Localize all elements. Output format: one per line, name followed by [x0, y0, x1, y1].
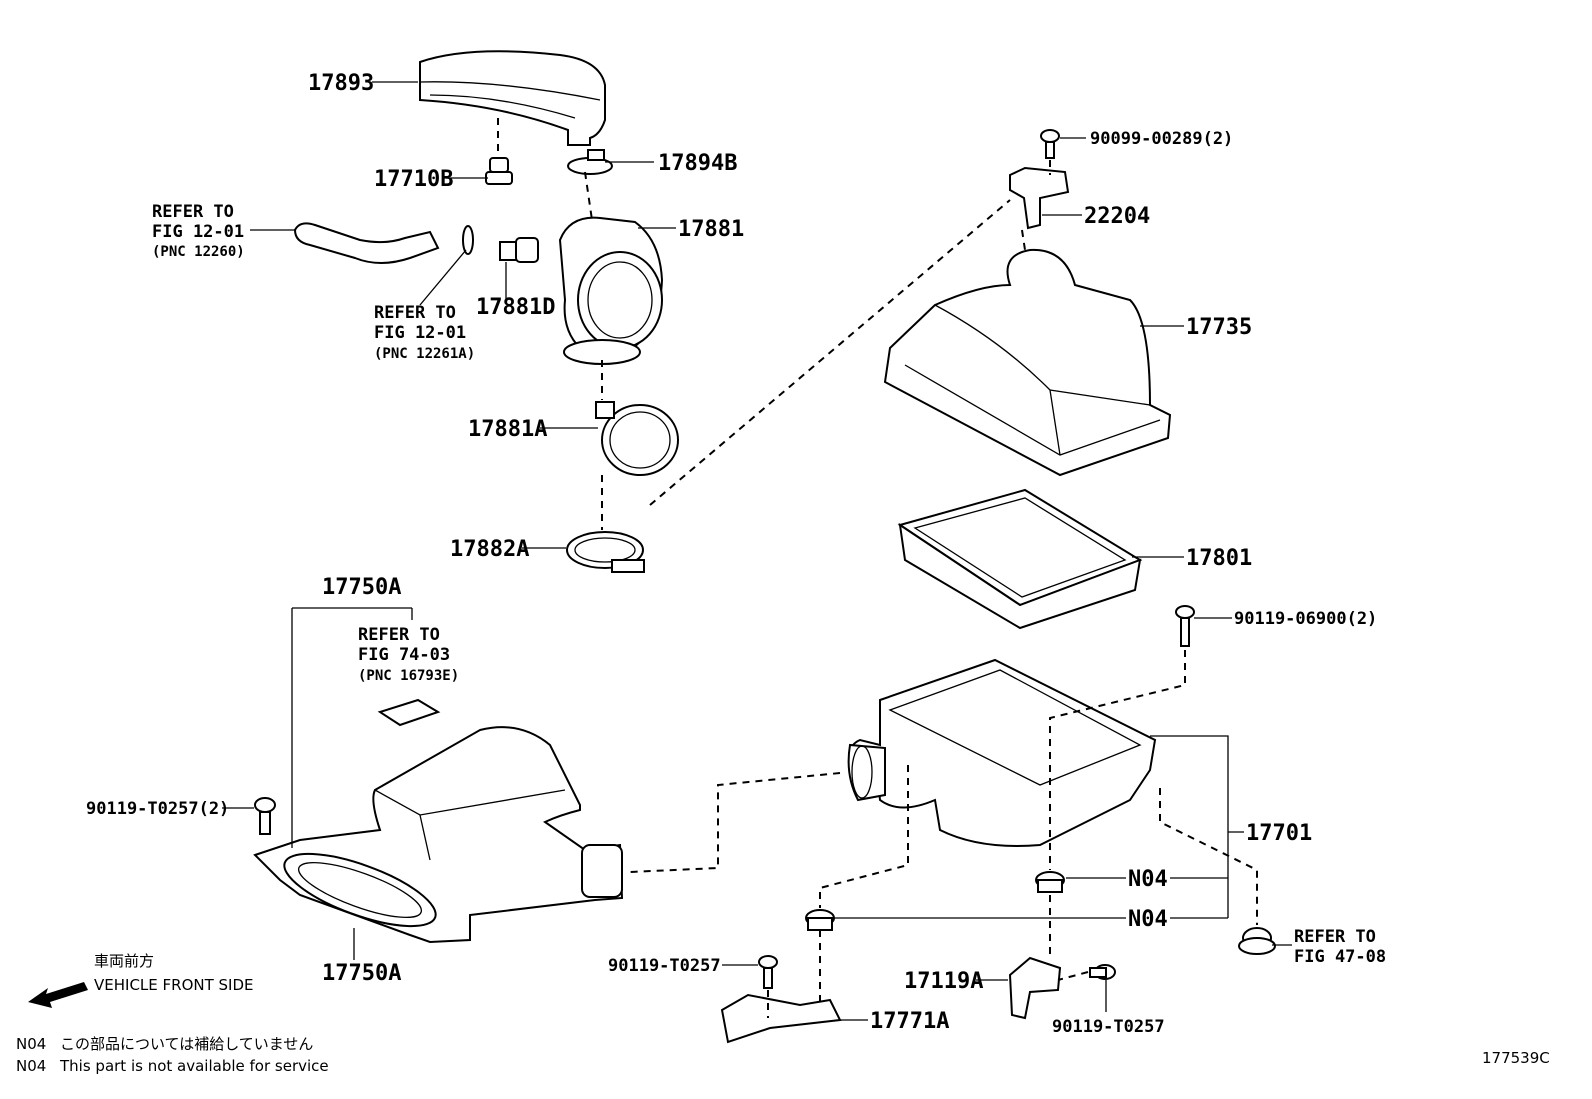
part-17750A-duct [253, 726, 624, 944]
part-90119-06900-bolt [1175, 605, 1195, 647]
part-N04-grommet-a [1035, 871, 1065, 893]
label-17881D: 17881D [476, 295, 555, 320]
label-90119-T0257-2: 90119-T0257(2) [86, 799, 229, 819]
label-17750A-bottom: 17750A [322, 961, 401, 986]
refer-line-2: FIG 47-08 [1294, 947, 1386, 967]
part-17701-case [847, 658, 1157, 847]
note-text: This part is not available for service [59, 1057, 329, 1075]
figure-id: 177539C [1482, 1049, 1550, 1067]
refer-line-1: REFER TO [152, 202, 234, 222]
part-17771A-bracket [720, 993, 842, 1044]
label-17701: 17701 [1246, 821, 1312, 846]
refer-line-1: REFER TO [358, 625, 440, 645]
note-N04-en: N04 This part is not available for servi… [16, 1057, 329, 1075]
part-17119A-bracket [1008, 956, 1062, 1020]
refer-fig-47-08: REFER TO FIG 47-08 [1294, 927, 1386, 967]
label-17119A: 17119A [904, 969, 983, 994]
part-17881-inlet [558, 216, 664, 365]
assembly-dashed-lines [497, 118, 1258, 1018]
label-17710B: 17710B [374, 167, 453, 192]
label-90119-T0257-right: 90119-T0257 [1052, 1017, 1165, 1037]
label-22204: 22204 [1084, 204, 1150, 229]
part-17894B-clamp [567, 149, 613, 175]
part-hose-12260 [293, 222, 440, 264]
refer-line-3: (PNC 16793E) [358, 668, 459, 684]
part-17881D-nipple [499, 237, 539, 263]
part-grommet-47-08 [1238, 927, 1276, 955]
refer-line-1: REFER TO [1294, 927, 1376, 947]
refer-line-2: FIG 12-01 [152, 222, 244, 242]
leader-lines [222, 81, 1292, 1021]
part-17881A-clamp [595, 401, 679, 476]
part-17893-resonator [419, 50, 606, 146]
label-17771A: 17771A [870, 1009, 949, 1034]
label-90099-00289: 90099-00289(2) [1090, 129, 1233, 149]
part-17710B-grommet [485, 157, 513, 185]
part-90099-screw [1040, 129, 1060, 159]
label-17735: 17735 [1186, 315, 1252, 340]
refer-fig-12-01-pnc-12261a: REFER TO FIG 12-01 (PNC 12261A) [374, 303, 475, 362]
refer-line-3: (PNC 12261A) [374, 346, 475, 362]
part-label-16793E [377, 698, 441, 727]
note-code: N04 [16, 1035, 46, 1053]
refer-line-1: REFER TO [374, 303, 456, 323]
part-17882A-clamp [566, 531, 645, 573]
label-17881: 17881 [678, 217, 744, 242]
refer-line-2: FIG 74-03 [358, 645, 450, 665]
refer-fig-74-03-pnc-16793e: REFER TO FIG 74-03 (PNC 16793E) [358, 625, 459, 684]
note-N04-jp: N04 この部品については補給していません [16, 1035, 313, 1053]
label-17893: 17893 [308, 71, 374, 96]
label-17750A-top: 17750A [322, 575, 401, 600]
vehicle-front-arrow-icon [28, 982, 88, 1008]
label-17801: 17801 [1186, 546, 1252, 571]
label-17882A: 17882A [450, 537, 529, 562]
note-code: N04 [16, 1057, 46, 1075]
vehicle-front-label-en: VEHICLE FRONT SIDE [94, 976, 254, 994]
part-22204-sensor [1009, 166, 1070, 230]
label-90119-T0257-left: 90119-T0257 [608, 956, 721, 976]
part-clip-12261A [462, 225, 474, 255]
label-N04-a: N04 [1128, 867, 1168, 892]
part-17735-cap [883, 248, 1172, 477]
refer-line-3: (PNC 12260) [152, 244, 245, 260]
vehicle-front-label-jp: 車両前方 [94, 952, 154, 970]
refer-fig-12-01-pnc-12260: REFER TO FIG 12-01 (PNC 12260) [152, 202, 245, 260]
label-90119-06900: 90119-06900(2) [1234, 609, 1377, 629]
refer-line-2: FIG 12-01 [374, 323, 466, 343]
part-17801-filter [897, 488, 1143, 630]
label-17894B: 17894B [658, 151, 737, 176]
part-90119-T0257-bolt-a [254, 797, 276, 835]
label-17881A: 17881A [468, 417, 547, 442]
part-N04-grommet-b [805, 909, 835, 931]
part-90119-T0257-bolt-b [758, 955, 778, 989]
part-90119-T0257-bolt-c [1089, 964, 1116, 980]
label-N04-b: N04 [1128, 907, 1168, 932]
note-text: この部品については補給していません [60, 1035, 313, 1053]
